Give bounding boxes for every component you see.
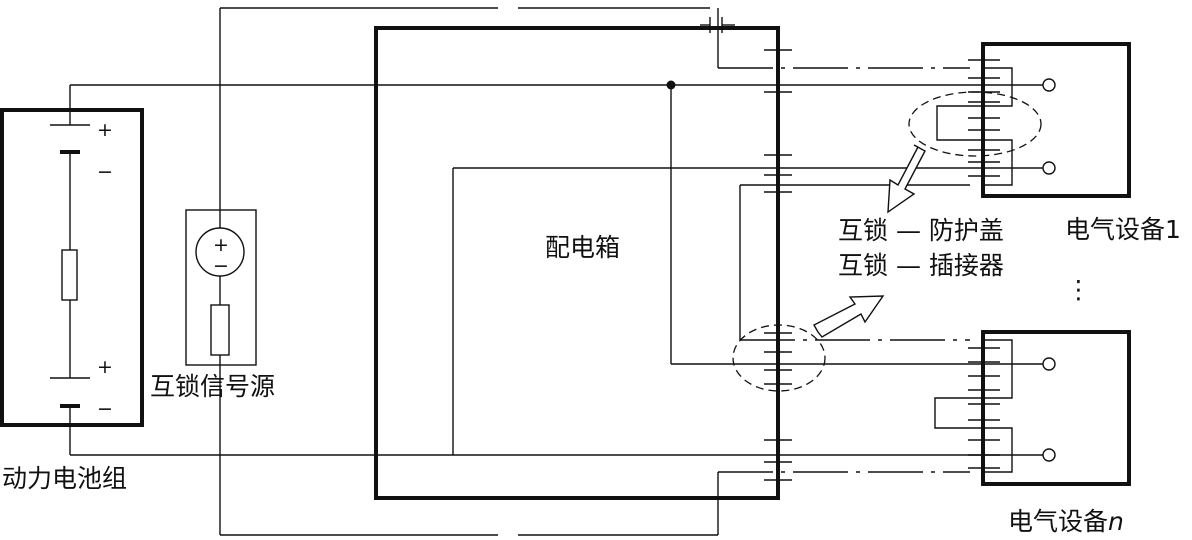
distribution-box: [374, 26, 780, 500]
interlock-signal-source: + −: [185, 8, 257, 535]
device-n-terminal-negative: [1042, 448, 1056, 462]
battery-pack: + − + −: [0, 85, 144, 455]
interlock-source-box: [185, 209, 257, 366]
interlock-connector-label: 互锁 — 插接器: [838, 251, 1004, 280]
cell-bottom-minus-sign: −: [97, 398, 113, 420]
arrow-to-connector-label: [813, 295, 885, 338]
device-1-terminal-negative: [1042, 161, 1056, 175]
device-n-terminal-positive: [1042, 357, 1056, 371]
electrical-device-n: [934, 330, 1131, 486]
device-n-label-suffix: n: [1108, 507, 1124, 536]
cell-bottom-plus-sign: +: [97, 356, 113, 378]
arrow-to-cover-label: [887, 144, 926, 214]
resistor: [210, 304, 230, 356]
distribution-box-label: 配电箱: [545, 233, 620, 262]
interlock-cover-label: 互锁 — 防护盖: [838, 216, 1004, 245]
connector-interlock-highlight: [732, 324, 826, 392]
box-connectors: [764, 49, 792, 481]
battery-pack-box: [0, 108, 144, 427]
device-n-label-prefix: 电气设备: [1008, 507, 1108, 536]
cell-top-plus-sign: +: [97, 119, 113, 141]
fuse: [61, 249, 78, 301]
battery-pack-label: 动力电池组: [2, 464, 127, 493]
cover-interlock-highlight: [908, 91, 1042, 157]
device-n-label: 电气设备n: [1008, 507, 1124, 536]
device-n-box: [981, 330, 1131, 486]
interlock-source-label: 互锁信号源: [150, 372, 275, 401]
power-wiring: [70, 80, 1012, 456]
device-1-terminal-positive: [1042, 78, 1056, 92]
voltage-source-plus: +: [213, 234, 229, 256]
voltage-source-minus: −: [213, 255, 229, 277]
electrical-device-1: [936, 42, 1131, 198]
device-1-label: 电气设备1: [1065, 215, 1181, 244]
cell-top-minus-sign: −: [97, 161, 113, 183]
device-1-box: [981, 42, 1131, 198]
vertical-ellipsis: ⋮: [1066, 275, 1091, 304]
interlock-loop-wiring: [220, 7, 970, 536]
